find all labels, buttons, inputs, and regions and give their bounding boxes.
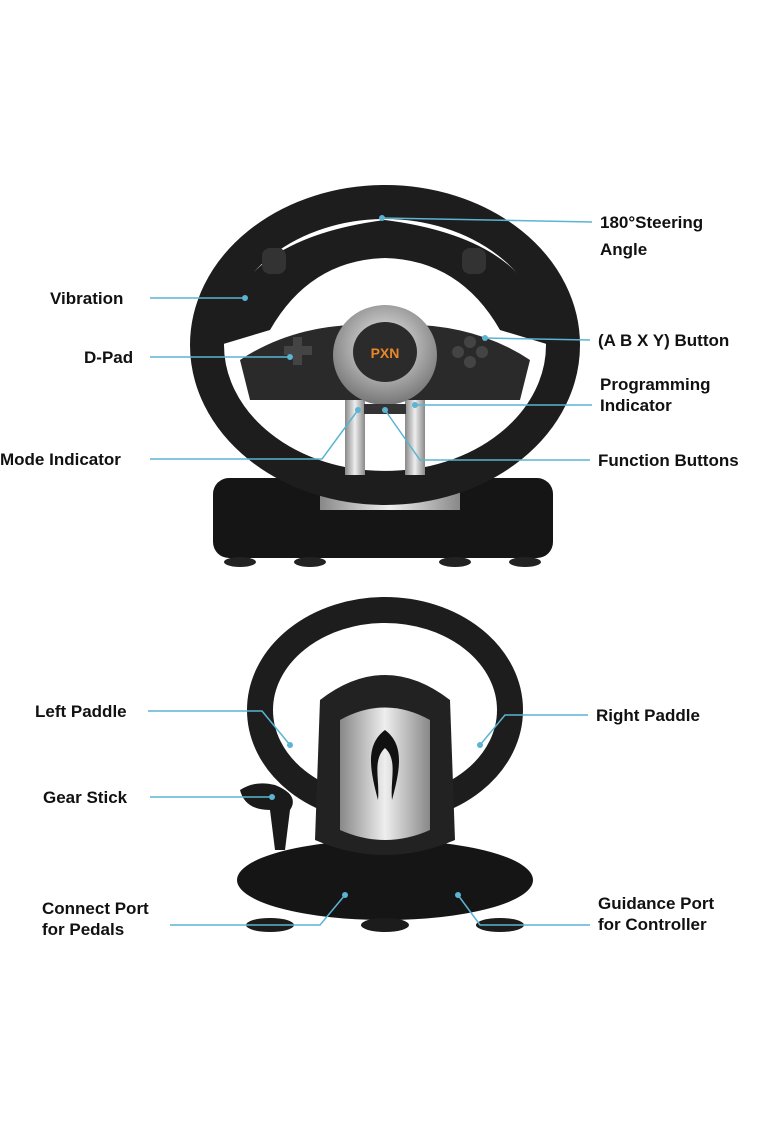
front-leader-lines	[150, 217, 593, 461]
pxn-logo: PXN	[371, 345, 400, 361]
label-function-buttons: Function Buttons	[598, 451, 739, 470]
wheel-rim	[190, 185, 580, 505]
label-abxy: (A B X Y) Button	[598, 331, 730, 350]
label-gear-stick: Gear Stick	[43, 788, 128, 807]
abxy-buttons-icon	[452, 336, 488, 368]
dpad-icon	[284, 337, 312, 365]
gear-stick	[240, 783, 293, 850]
back-wheel	[237, 597, 533, 932]
flame-logo	[370, 730, 400, 800]
back-leader-lines	[148, 710, 590, 926]
label-dpad: D-Pad	[84, 348, 134, 367]
back-base	[237, 840, 533, 920]
label-vibration: Vibration	[50, 289, 124, 308]
front-wheel: PXN	[190, 185, 580, 567]
label-right-paddle: Right Paddle	[596, 706, 700, 725]
label-left-paddle: Left Paddle	[35, 702, 127, 721]
front-base	[213, 478, 553, 558]
label-mode-indicator: Mode Indicator	[0, 450, 121, 469]
